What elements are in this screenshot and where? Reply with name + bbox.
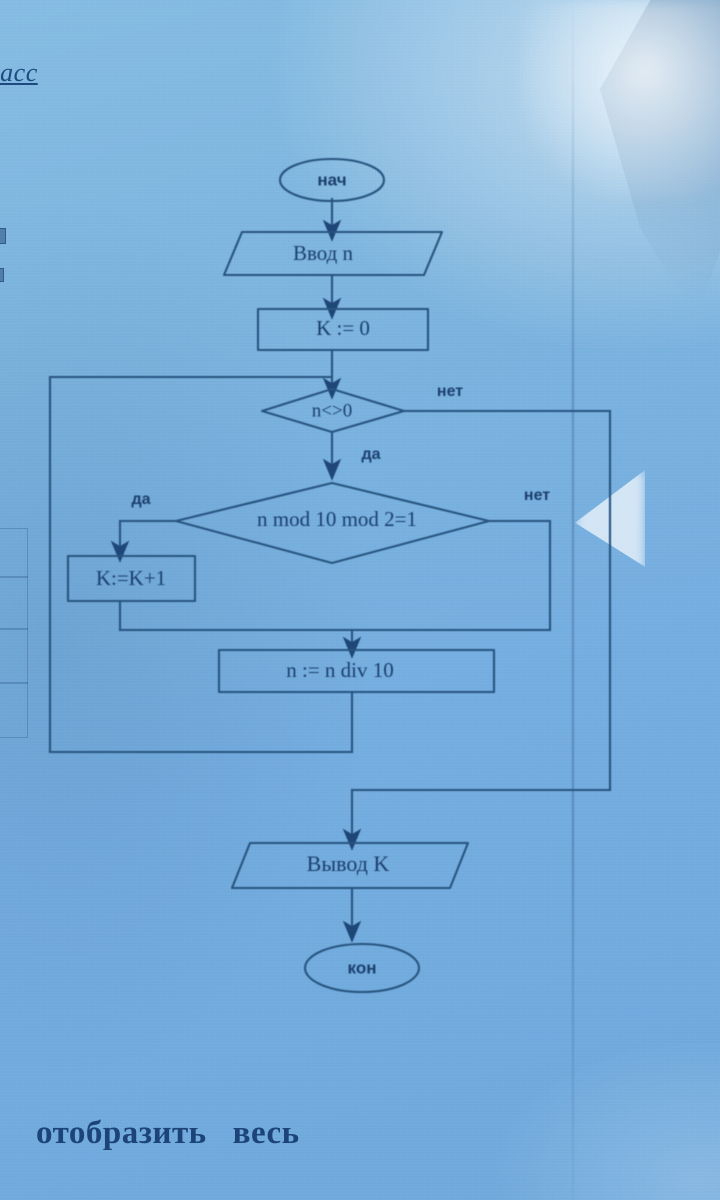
node-init-shape [256, 307, 430, 352]
page-footer-note: отобразить весь [36, 1115, 300, 1152]
branch-label-cond2-false: нет [524, 487, 550, 504]
node-start-shape [278, 157, 386, 203]
node-end-label: кон [348, 958, 377, 977]
node-output-label: Вывод K [307, 851, 390, 876]
page-header-note: ласс [0, 58, 38, 87]
node-input-label: Ввод n [293, 241, 354, 265]
node-output-shape [230, 841, 470, 890]
node-divide-shape [217, 648, 496, 694]
node-incr-shape [66, 554, 197, 603]
node-incr-label: K:=K+1 [96, 566, 166, 590]
footer-note-word-1: отобразить [36, 1115, 207, 1151]
node-cond1-shape [260, 387, 406, 434]
node-cond1-label: n<>0 [312, 400, 352, 421]
node-init-label: K := 0 [316, 316, 370, 340]
branch-label-cond1-false: нет [437, 383, 463, 400]
node-input-shape [222, 230, 444, 277]
node-divide-label: n := n div 10 [286, 658, 394, 682]
node-cond2-label: n mod 10 mod 2=1 [257, 507, 417, 531]
footer-note-word-2: весь [232, 1115, 300, 1151]
branch-label-cond2-true: да [131, 491, 150, 508]
branch-label-cond1-true: да [361, 446, 380, 463]
node-cond2-shape [174, 481, 491, 565]
node-start-label: нач [317, 170, 346, 189]
node-end-shape [303, 942, 421, 994]
